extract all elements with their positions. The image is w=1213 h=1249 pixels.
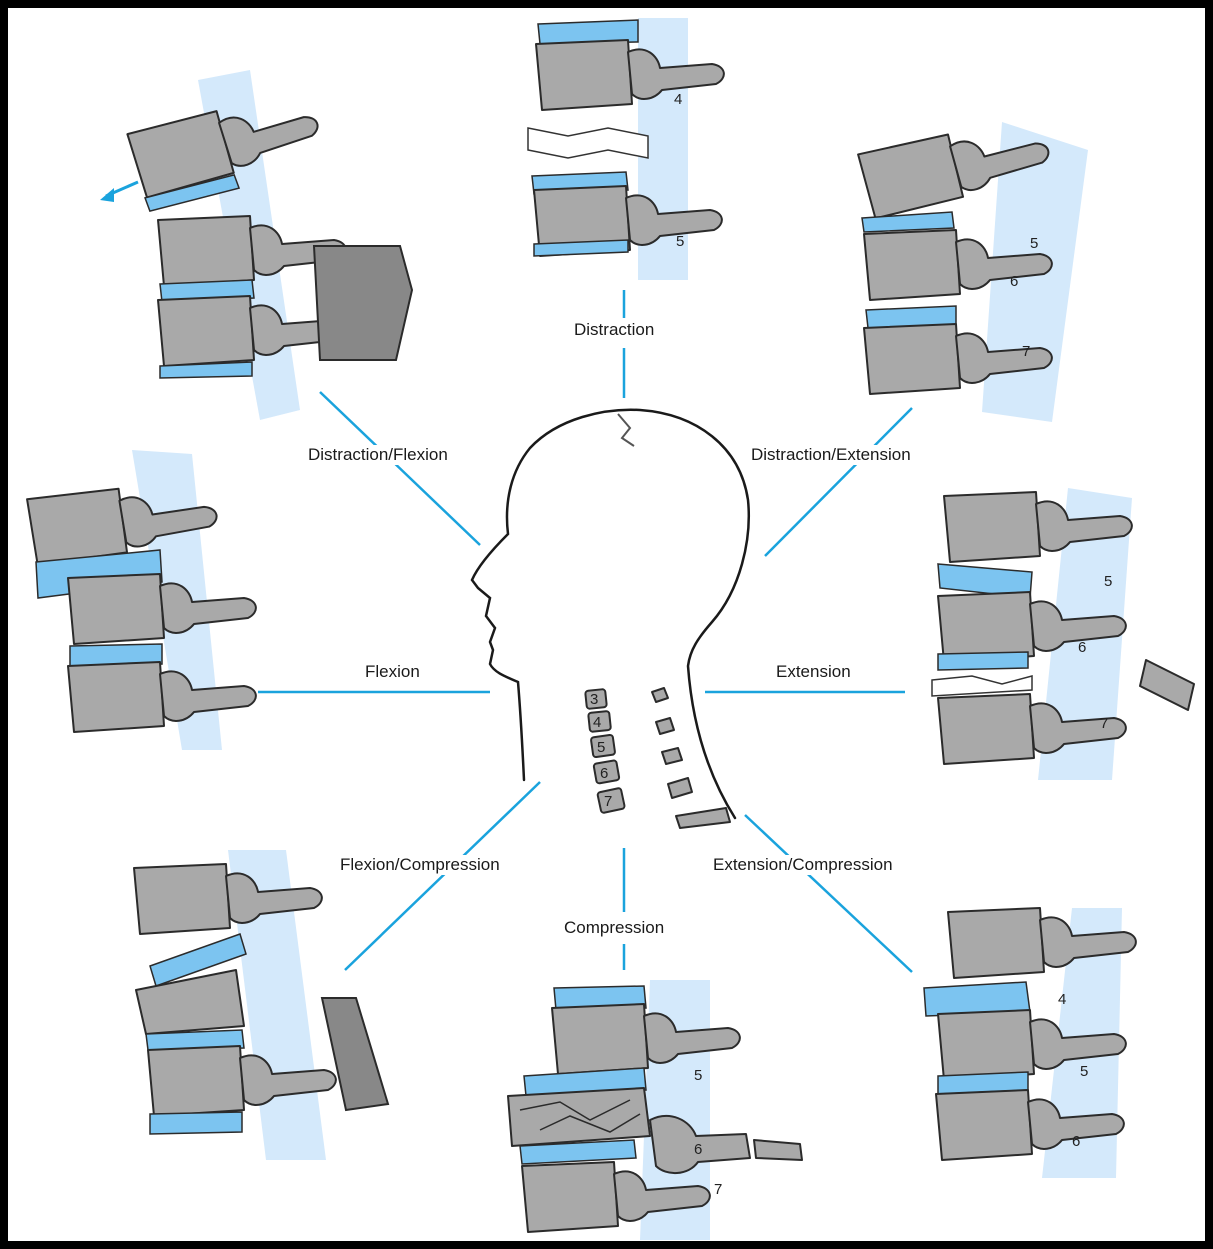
distraction-extension-label-5: 5 xyxy=(1030,235,1038,252)
extension-compression-label-4: 4 xyxy=(1058,991,1066,1008)
label-flexion: Flexion xyxy=(362,662,423,682)
neck-vertebra-4: 4 xyxy=(588,711,611,732)
spine-extension-compression: 4 5 6 xyxy=(924,908,1136,1178)
neck-vertebra-label-7: 7 xyxy=(604,793,612,810)
compression-label-6: 6 xyxy=(694,1141,702,1158)
distraction-label-4: 4 xyxy=(674,91,682,108)
connector-flexion-compression xyxy=(345,782,540,970)
neck-spinous-5 xyxy=(662,748,682,764)
distraction-label-5: 5 xyxy=(676,233,684,250)
connector-distraction-flexion xyxy=(320,392,480,545)
distraction-extension-label-6: 6 xyxy=(1010,273,1018,290)
neck-vertebra-6: 6 xyxy=(593,760,619,784)
label-extension-compression: Extension/Compression xyxy=(710,855,896,875)
extension-fragment xyxy=(1140,660,1194,710)
connector-extension-compression xyxy=(745,815,912,972)
neck-vertebra-3: 3 xyxy=(585,689,607,709)
label-compression: Compression xyxy=(561,918,667,938)
neck-spinous-7 xyxy=(676,808,730,828)
neck-spinous-3 xyxy=(652,688,668,702)
extension-label-5: 5 xyxy=(1104,573,1112,590)
head-silhouette xyxy=(472,410,749,818)
neck-vertebra-7: 7 xyxy=(597,788,625,814)
spine-compression: 5 6 7 xyxy=(508,980,802,1240)
neck-vertebra-label-3: 3 xyxy=(590,691,598,708)
connector-distraction-extension xyxy=(765,408,912,556)
distraction-extension-label-7: 7 xyxy=(1022,343,1030,360)
label-distraction-extension: Distraction/Extension xyxy=(748,445,914,465)
neck-vertebra-label-6: 6 xyxy=(600,765,608,782)
neck-spine: 3 4 5 6 7 xyxy=(585,688,730,828)
spine-flexion-compression xyxy=(134,850,388,1160)
spine-flexion xyxy=(27,450,256,750)
extension-label-6: 6 xyxy=(1078,639,1086,656)
label-distraction: Distraction xyxy=(571,320,657,340)
neck-vertebra-label-4: 4 xyxy=(593,714,601,731)
neck-spinous-6 xyxy=(668,778,692,798)
extension-compression-label-6: 6 xyxy=(1072,1133,1080,1150)
neck-vertebra-5: 5 xyxy=(591,735,616,758)
label-extension: Extension xyxy=(773,662,854,682)
compression-label-7: 7 xyxy=(714,1181,722,1198)
spine-extension: 5 6 7 xyxy=(932,488,1194,780)
spine-distraction-extension: 5 6 7 xyxy=(857,118,1088,422)
extension-label-7: 7 xyxy=(1100,715,1108,732)
neck-vertebra-label-5: 5 xyxy=(597,739,605,756)
label-flexion-compression: Flexion/Compression xyxy=(337,855,503,875)
neck-spinous-4 xyxy=(656,718,674,734)
extension-compression-label-5: 5 xyxy=(1080,1063,1088,1080)
spine-distraction: 4 5 xyxy=(528,18,724,280)
spine-distraction-flexion xyxy=(100,70,412,420)
compression-label-5: 5 xyxy=(694,1067,702,1084)
label-distraction-flexion: Distraction/Flexion xyxy=(305,445,451,465)
